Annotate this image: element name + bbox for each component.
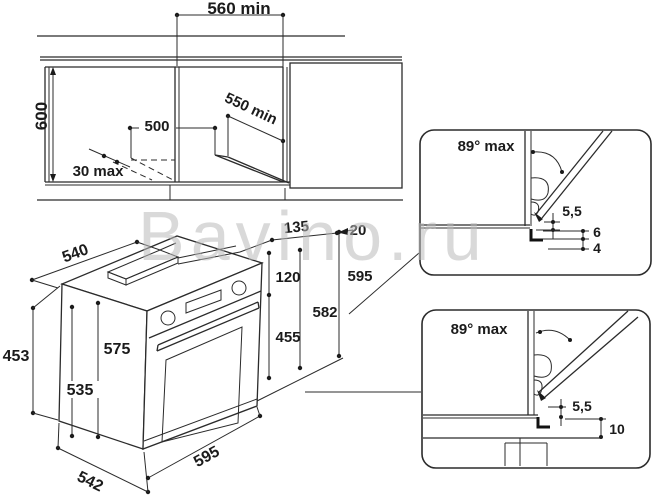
dim-30-max: 30 max — [73, 163, 125, 180]
dim-560-min: 560 min — [207, 0, 270, 18]
dim-535: 535 — [67, 382, 94, 399]
dim-500: 500 — [144, 118, 169, 135]
dim-550-min: 550 min — [222, 89, 280, 128]
dim-600: 600 — [32, 102, 51, 130]
detail-bottom-angle: 89° max — [451, 321, 509, 338]
hinge-detail-bottom: 89° max 5,5 10 — [421, 309, 651, 469]
dim-455: 455 — [275, 329, 300, 346]
dim-582: 582 — [312, 304, 337, 321]
dim-20: 20 — [350, 222, 367, 239]
dim-135: 135 — [283, 218, 310, 238]
dim-595-bottom: 595 — [191, 443, 223, 471]
oven-isometric-diagram: 540 453 575 535 542 595 135 20 120 455 5… — [3, 218, 421, 495]
detail-top-b: 4 — [593, 240, 601, 256]
detail-bottom-step: 10 — [609, 421, 625, 437]
detail-top-angle: 89° max — [458, 138, 516, 155]
oven-door-window — [161, 326, 243, 443]
detail-top-gap: 5,5 — [562, 203, 582, 219]
dim-120: 120 — [275, 269, 300, 286]
oven-door-handle — [156, 301, 260, 352]
leader-to-top-detail — [348, 252, 420, 315]
decor-door-panel — [289, 62, 403, 189]
oven-knob-left — [160, 310, 176, 326]
dim-540: 540 — [60, 241, 91, 266]
dim-575: 575 — [104, 341, 131, 358]
dim-595-right: 595 — [347, 268, 372, 285]
detail-bottom-gap: 5,5 — [572, 398, 592, 414]
dim-542: 542 — [74, 468, 106, 495]
dim-453: 453 — [3, 348, 30, 365]
oven-knob-right — [231, 280, 247, 296]
niche-section-diagram: 560 min 600 500 550 min 30 max — [32, 0, 403, 201]
detail-top-a: 6 — [593, 224, 601, 240]
hinge-detail-top: 89° max 5,5 6 4 — [419, 129, 652, 276]
oven-front-face — [142, 262, 263, 450]
oven-display — [185, 289, 222, 314]
